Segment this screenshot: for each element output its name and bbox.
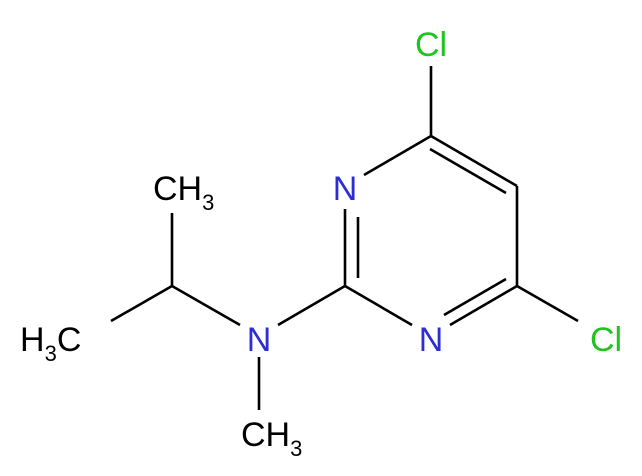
bond-c6-n1-double	[443, 277, 507, 317]
atom-n-ring-bottom: N	[419, 321, 444, 359]
bond-c6-cl	[516, 284, 579, 323]
bond-ch-ch3-left	[110, 284, 173, 323]
bonds	[110, 66, 579, 410]
bond-c4-c5-double	[429, 147, 507, 195]
group-ch3-bottom: CH3	[241, 416, 302, 461]
atom-labels: Cl Cl N N N CH3 H3C CH3	[20, 26, 622, 461]
atom-n-amine: N	[247, 321, 272, 359]
group-ch3-top: CH3	[153, 170, 214, 215]
atom-cl-right: Cl	[590, 321, 622, 359]
atom-cl-top: Cl	[415, 26, 447, 64]
bond-c2-namine	[277, 284, 346, 327]
bond-c6-n1	[449, 284, 518, 327]
group-ch3-left: H3C	[20, 321, 81, 366]
atom-n-ring-top: N	[333, 170, 358, 208]
bond-n3-c4	[363, 134, 432, 177]
bond-c4-c5	[430, 134, 518, 188]
bond-n1-c2	[344, 284, 413, 327]
bond-namine-ch	[171, 284, 241, 327]
